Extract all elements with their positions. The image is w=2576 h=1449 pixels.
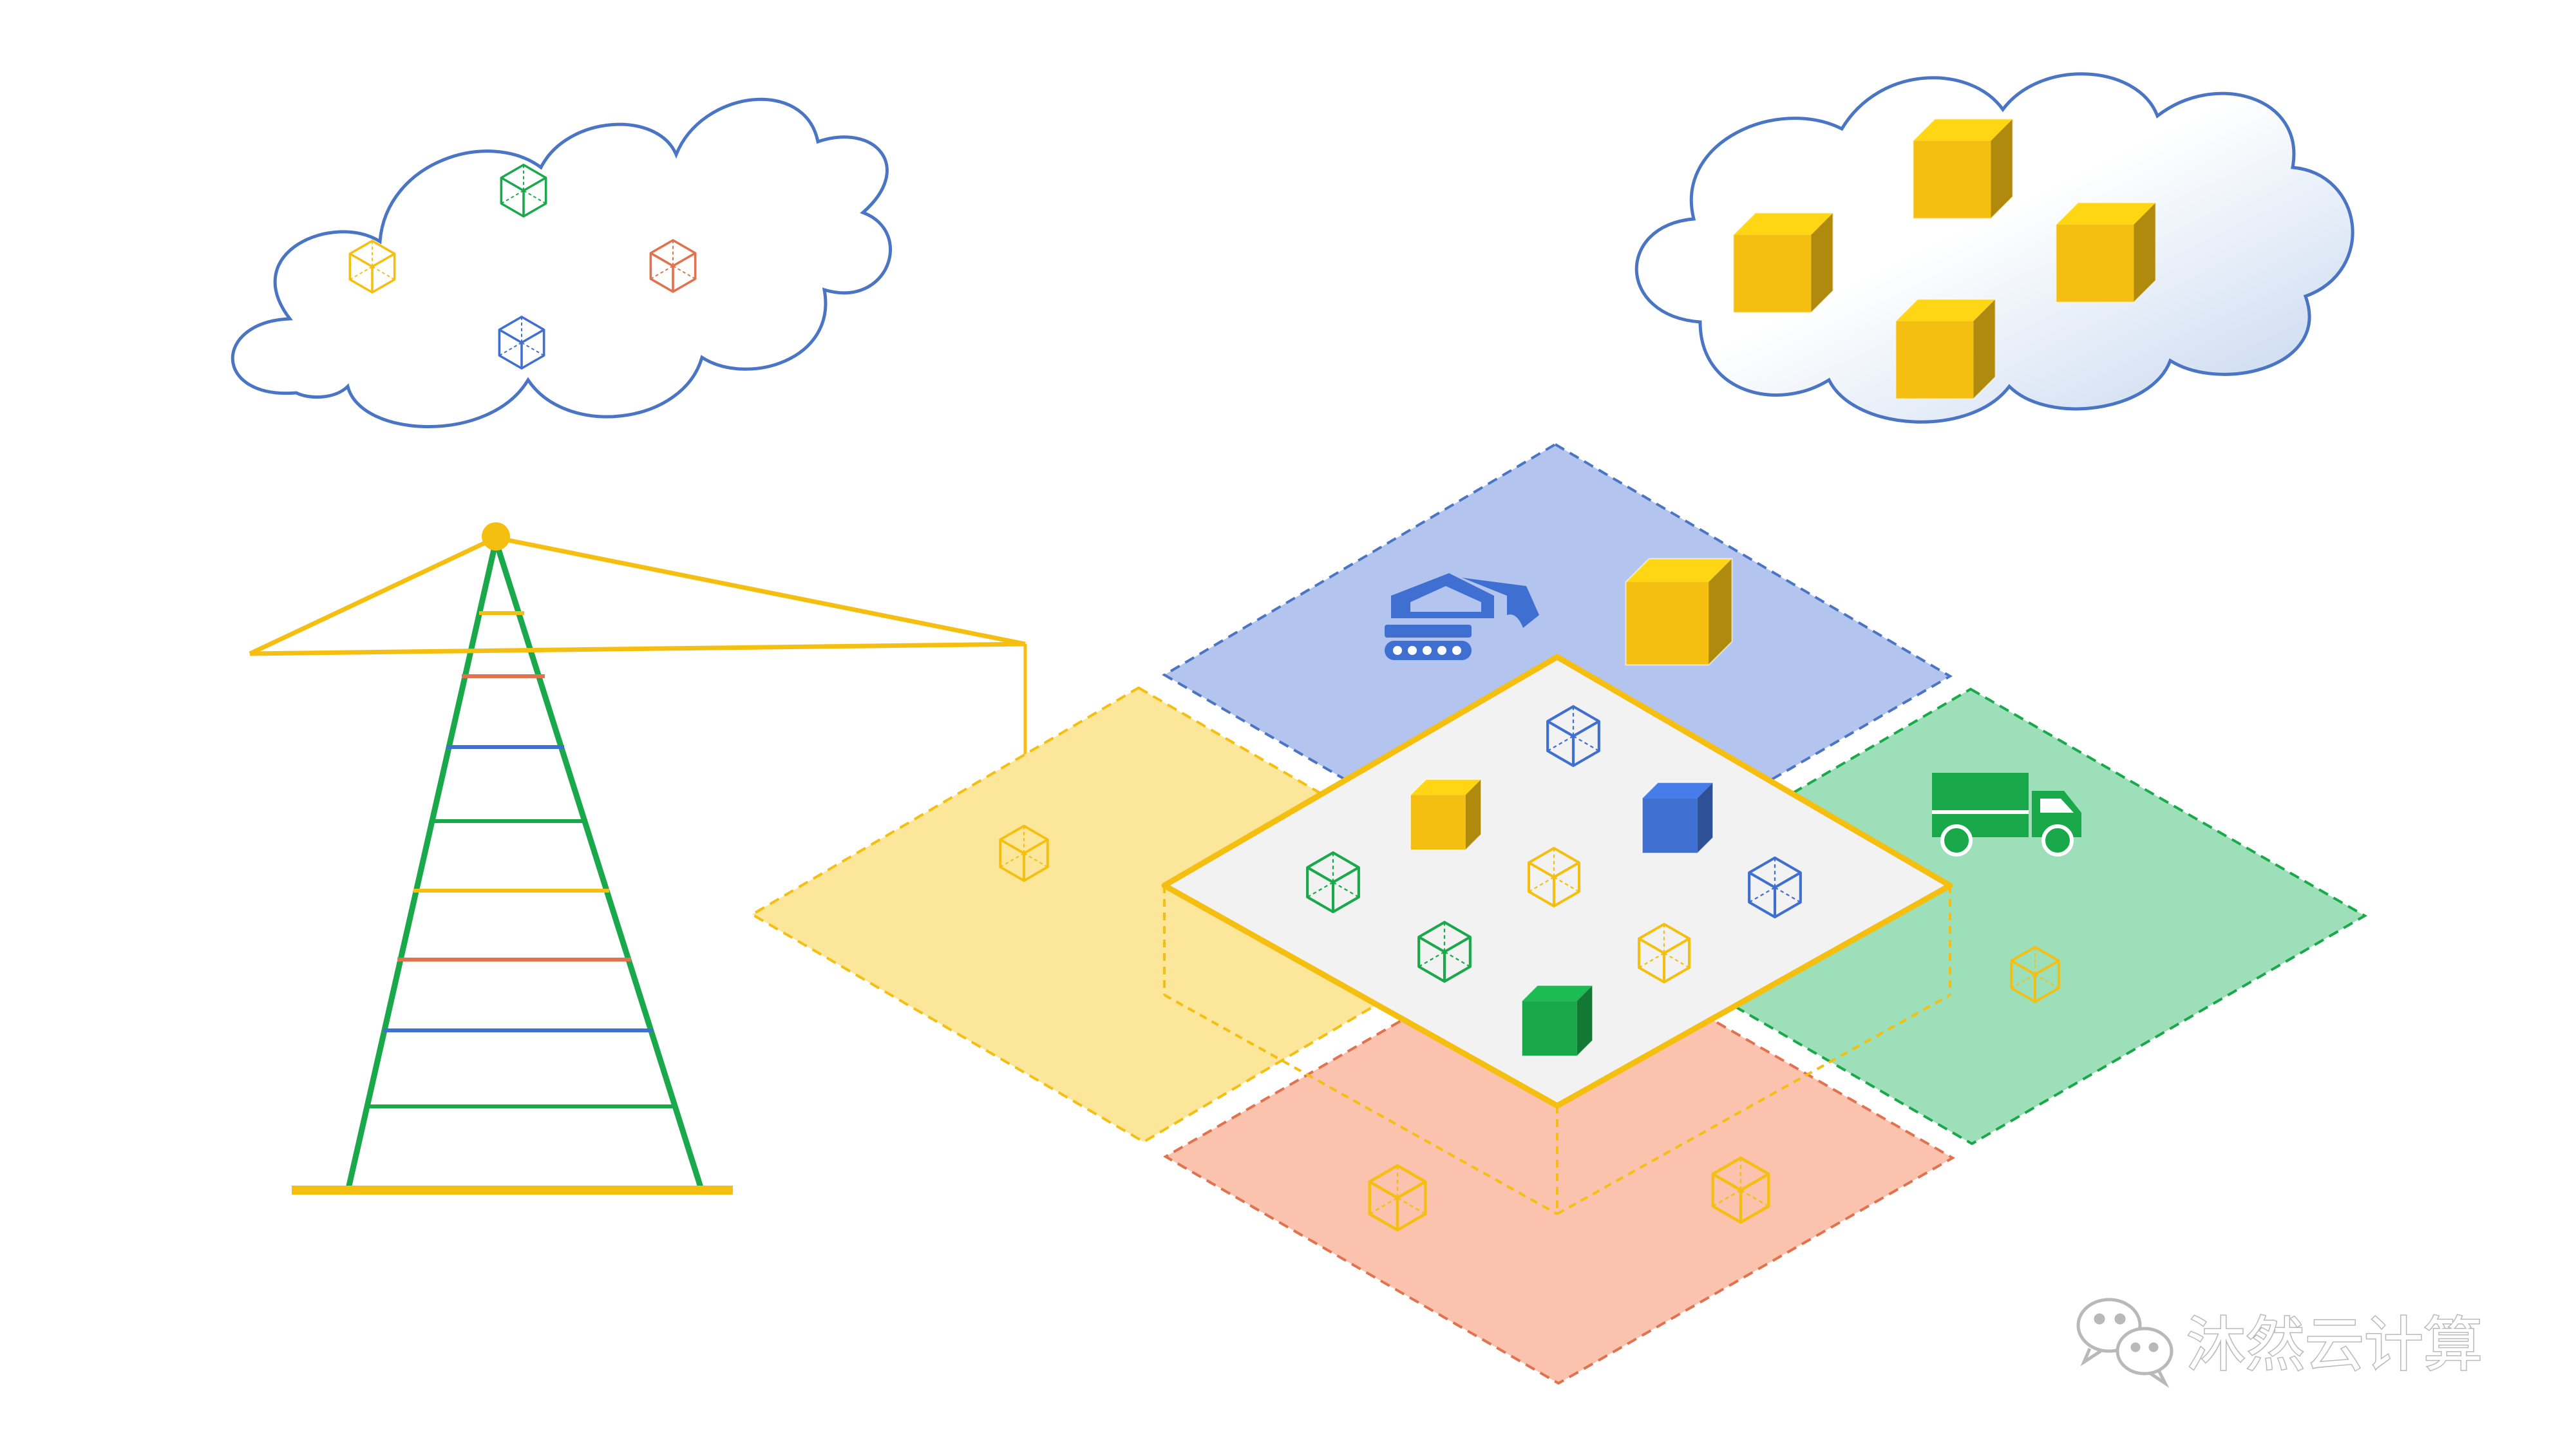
yellow-wireframe-cube-icon [1368,1164,1427,1232]
excavator-icon [1385,573,1539,660]
yellow-wireframe-cube-icon [348,240,396,294]
yellow-wireframe-cube-icon [2010,945,2060,1003]
watermark-text: 沐然云计算 [2186,1311,2483,1379]
left-cloud [231,97,892,428]
yellow-solid-cube-icon [1912,118,2014,220]
green-solid-cube-icon [1521,985,1593,1057]
truck-icon [1932,773,2081,857]
crane-icon [249,522,1027,1195]
watermark: 沐然云计算 [2076,1298,2484,1388]
orange-wireframe-cube-icon [649,239,697,293]
yellow-wireframe-cube-icon [999,824,1049,882]
center-platform [1161,654,1953,1215]
tile-bottom-orange [1162,929,1956,1385]
green-wireframe-cube-icon [500,164,547,218]
right-cloud [1634,72,2354,424]
tile-left-yellow [750,686,1532,1144]
yellow-wireframe-cube-icon [1528,846,1580,908]
yellow-solid-cube-icon [1625,558,1733,666]
blue-wireframe-cube-icon [1748,856,1802,919]
yellow-wireframe-cube-icon [1711,1156,1770,1224]
green-wireframe-cube-icon [1306,851,1360,914]
wechat-icon [2076,1298,2174,1388]
green-wireframe-cube-icon [1417,920,1472,983]
yellow-solid-cube-icon [1410,779,1482,851]
yellow-solid-cube-icon [1732,212,1834,314]
blue-wireframe-cube-icon [1546,705,1600,768]
yellow-solid-cube-icon [1895,298,1996,400]
blue-wireframe-cube-icon [498,316,545,370]
blue-solid-cube-icon [1642,782,1714,854]
yellow-wireframe-cube-icon [1638,922,1690,984]
yellow-solid-cube-icon [2055,202,2157,303]
